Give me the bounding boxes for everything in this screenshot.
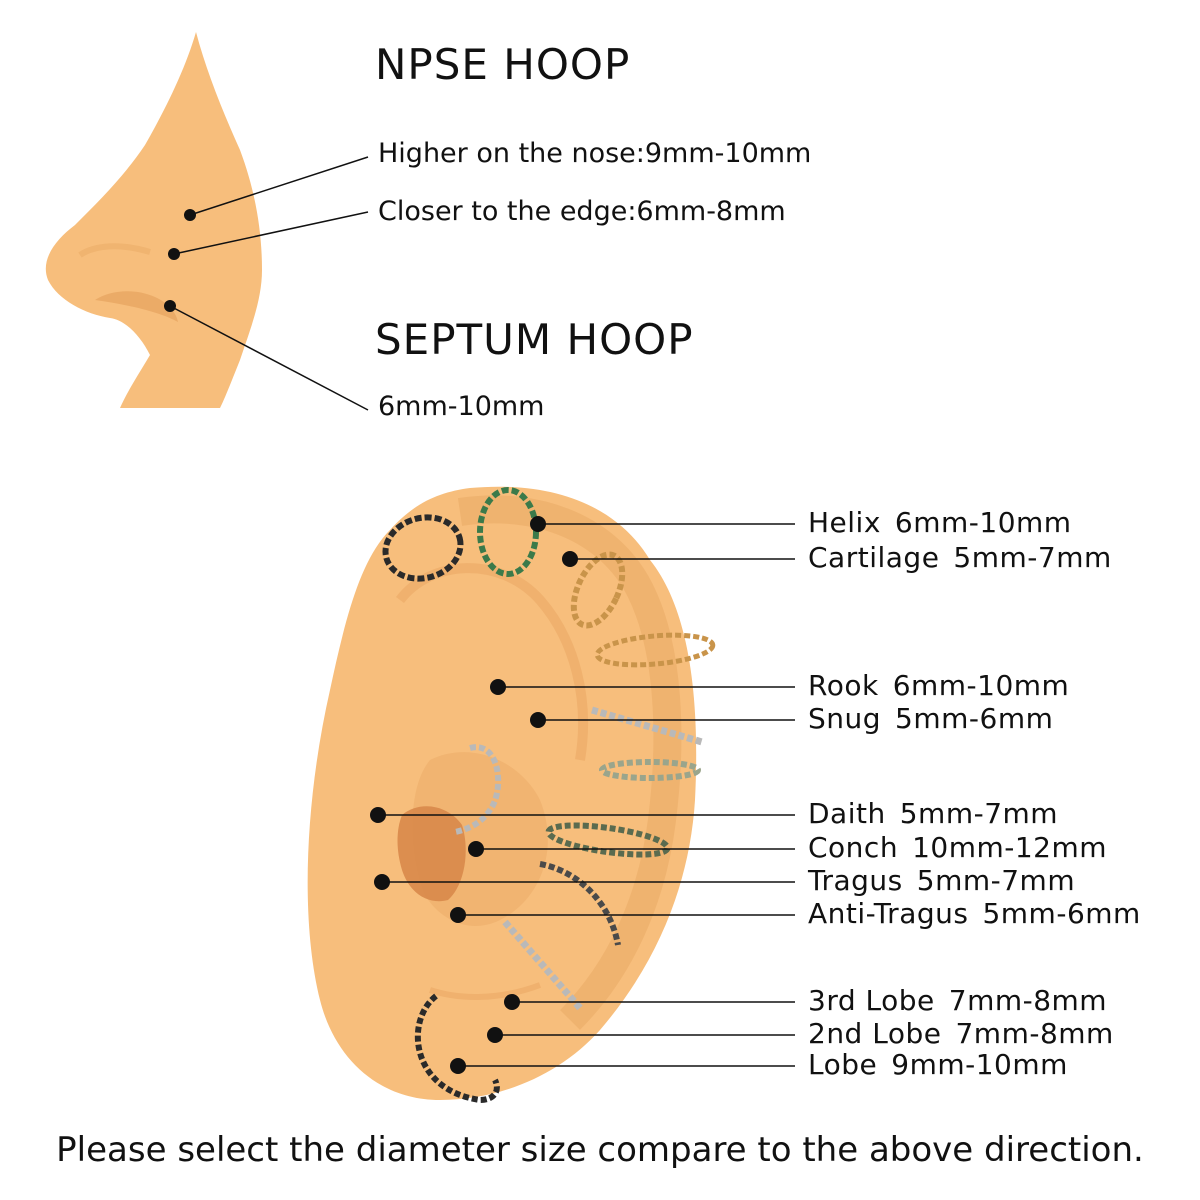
heading-septum-hoop: SEPTUM HOOP (375, 315, 694, 364)
helix-rim (457, 495, 682, 1030)
hoop-1 (382, 514, 464, 582)
hoop-9 (539, 861, 621, 946)
nose-dot-3 (164, 300, 176, 312)
ear-dot-3rd-lobe (504, 994, 520, 1010)
nose-dot-2 (168, 248, 180, 260)
ear-dot-rook (490, 679, 506, 695)
ear-dot-snug (530, 712, 546, 728)
nose-leader-1 (189, 156, 369, 216)
ear-dot-lobe (450, 1058, 466, 1074)
ear-leaders (370, 516, 795, 1074)
label-septum-size: 6mm-10mm (378, 391, 545, 422)
hoop-3 (570, 551, 626, 629)
label-closer-to-edge: Closer to the edge:6mm-8mm (378, 196, 786, 227)
ear-dot-helix (530, 516, 546, 532)
nostril-shadow (95, 291, 178, 322)
footer-instruction: Please select the diameter size compare … (56, 1130, 1144, 1170)
ear-dot-conch (468, 841, 484, 857)
ear-dot-tragus (374, 874, 390, 890)
hoop-7 (454, 744, 502, 835)
nose-dot-1 (184, 209, 196, 221)
hoop-10 (502, 919, 583, 1011)
nose-shape (45, 32, 262, 408)
ear-canal (397, 806, 466, 902)
hoop-4 (594, 632, 716, 668)
ear-illustration (307, 486, 697, 1100)
ear-dot-2nd-lobe (487, 1027, 503, 1043)
nose-leader-3 (169, 305, 369, 411)
hoop-6 (599, 759, 701, 781)
nose-leaders (164, 156, 369, 411)
ear-outer (307, 486, 697, 1100)
nose-leader-2 (173, 211, 369, 255)
label-higher-on-nose: Higher on the nose:9mm-10mm (378, 138, 812, 169)
ear-dot-cartilage (562, 551, 578, 567)
nose-illustration (45, 32, 262, 408)
hoop-5 (591, 706, 703, 746)
heading-nose-hoop: NPSE HOOP (375, 40, 631, 89)
hoop-2 (477, 487, 539, 577)
nose-tip-shadow (78, 243, 151, 258)
ear-dot-anti-tragus (450, 907, 466, 923)
hoop-11 (414, 993, 500, 1104)
lobe-shadow (429, 982, 542, 1000)
ear-dot-daith (370, 807, 386, 823)
